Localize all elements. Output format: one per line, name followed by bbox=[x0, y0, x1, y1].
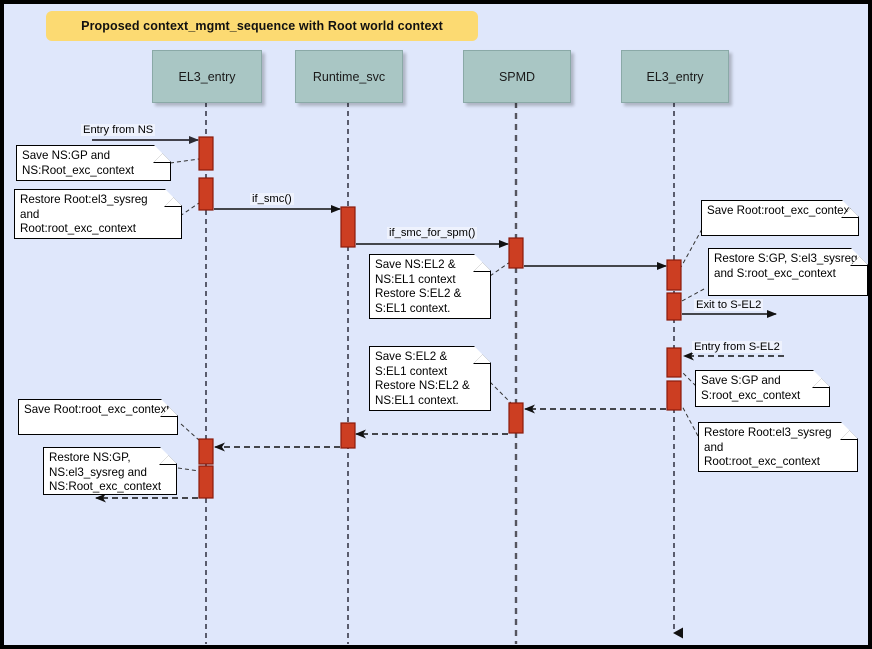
activation-el3-left-2 bbox=[198, 177, 214, 211]
activation-spmd-1 bbox=[508, 237, 524, 269]
actor-box-spmd[interactable]: SPMD bbox=[463, 50, 571, 103]
message-label-exit-to-s-el2: Exit to S-EL2 bbox=[694, 299, 764, 311]
note-restore-root-el3-sysreg: Restore Root:el3_sysreg and Root:root_ex… bbox=[14, 189, 182, 239]
message-label-if-smc-for-spm: if_smc_for_spm() bbox=[387, 227, 478, 239]
actor-box-el3-entry-right[interactable]: EL3_entry bbox=[621, 50, 729, 103]
note-save-root-exc-context-right: Save Root:root_exc_context bbox=[701, 200, 859, 236]
note-connector-4 bbox=[679, 228, 703, 270]
message-label-if-smc: if_smc() bbox=[250, 193, 294, 205]
note-save-ns-gp: Save NS:GP and NS:Root_exc_context bbox=[16, 145, 171, 181]
activation-el3-right-4 bbox=[666, 380, 682, 411]
note-save-ns-el2-restore-s-el2: Save NS:EL2 & NS:EL1 context Restore S:E… bbox=[369, 254, 491, 319]
activation-el3-left-4 bbox=[198, 465, 214, 499]
note-connector-10 bbox=[177, 467, 200, 472]
actor-box-el3-entry-left[interactable]: EL3_entry bbox=[152, 50, 262, 103]
note-save-root-exc-context-left: Save Root:root_exc_context bbox=[18, 399, 178, 435]
activation-runtime-1 bbox=[340, 206, 356, 248]
note-connector-1 bbox=[169, 158, 200, 164]
note-connector-9 bbox=[180, 423, 201, 442]
note-connector-3 bbox=[489, 261, 511, 277]
diagram-vector-layer bbox=[92, 102, 784, 644]
activation-el3-right-3 bbox=[666, 347, 682, 378]
note-connector-6 bbox=[681, 371, 697, 387]
note-save-s-gp: Save S:GP and S:root_exc_context bbox=[695, 370, 830, 407]
note-connector-8 bbox=[489, 381, 513, 405]
actor-box-runtime-svc[interactable]: Runtime_svc bbox=[295, 50, 403, 103]
activation-el3-right-2 bbox=[666, 292, 682, 321]
message-label-entry-from-ns: Entry from NS bbox=[81, 124, 156, 136]
note-connector-7 bbox=[681, 405, 699, 437]
activation-runtime-2 bbox=[340, 422, 356, 449]
activation-spmd-2 bbox=[508, 402, 524, 434]
activation-bars bbox=[198, 136, 682, 499]
activation-el3-right-1 bbox=[666, 259, 682, 291]
note-restore-root-el3-sysreg-right: Restore Root:el3_sysreg and Root:root_ex… bbox=[698, 422, 858, 472]
note-restore-ns-gp: Restore NS:GP, NS:el3_sysreg and NS:Root… bbox=[43, 447, 177, 495]
note-connector-2 bbox=[179, 202, 200, 217]
diagram-title: Proposed context_mgmt_sequence with Root… bbox=[46, 11, 478, 41]
activation-el3-left-3 bbox=[198, 438, 214, 465]
message-label-entry-from-s-el2: Entry from S-EL2 bbox=[692, 341, 782, 353]
note-restore-s-gp: Restore S:GP, S:el3_sysreg and S:root_ex… bbox=[708, 248, 868, 296]
activation-el3-left-1 bbox=[198, 136, 214, 171]
note-save-s-el2-restore-ns-el2: Save S:EL2 & S:EL1 context Restore NS:EL… bbox=[369, 346, 491, 411]
